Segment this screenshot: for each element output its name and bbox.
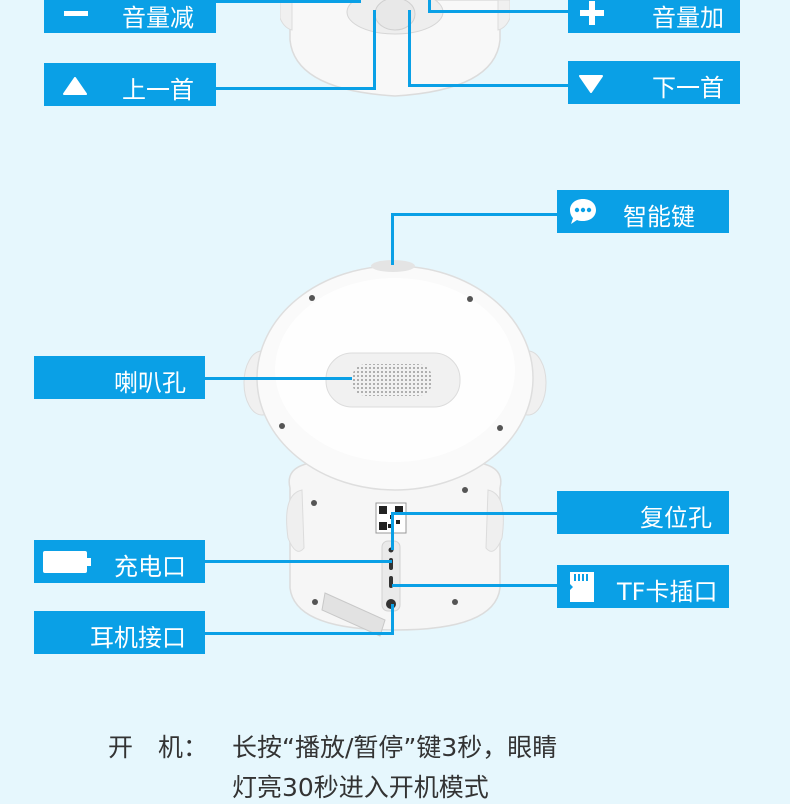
instruction-title: 开 机： bbox=[108, 733, 209, 762]
label-earphone-port: 耳机接口 bbox=[34, 611, 205, 654]
connector-tf bbox=[392, 584, 559, 587]
label-next-track: 下一首 bbox=[568, 61, 740, 104]
label-volume-down: 音量减 bbox=[44, 0, 216, 33]
connector-reset-vert bbox=[391, 512, 394, 550]
label-volume-down-text: 音量减 bbox=[122, 4, 194, 32]
connector-smart-key bbox=[391, 213, 559, 216]
label-next-track-text: 下一首 bbox=[652, 74, 724, 102]
connector-prev-track bbox=[215, 87, 375, 90]
label-prev-track: 上一首 bbox=[44, 63, 216, 106]
instruction-line-1: 长按“播放/暂停”键3秒，眼睛 bbox=[232, 733, 558, 762]
label-tf-slot: TF卡插口 bbox=[557, 565, 729, 608]
connector-volume-up-vert bbox=[428, 0, 431, 13]
label-tf-slot-text: TF卡插口 bbox=[617, 578, 718, 606]
connector-volume-down bbox=[215, 0, 360, 3]
connector-charge bbox=[204, 560, 392, 563]
robot-back-view-image bbox=[243, 260, 547, 637]
label-prev-track-text: 上一首 bbox=[122, 76, 194, 104]
chat-bubble-icon bbox=[567, 196, 599, 228]
instruction-line-2: 灯亮30秒进入开机模式 bbox=[232, 773, 489, 802]
label-charge-port: 充电口 bbox=[34, 540, 205, 583]
label-smart-key: 智能键 bbox=[557, 190, 729, 233]
sd-card-icon bbox=[569, 571, 595, 603]
label-charge-port-text: 充电口 bbox=[114, 553, 186, 581]
connector-reset bbox=[393, 512, 559, 515]
connector-next-track bbox=[409, 84, 570, 87]
connector-smart-key-vert bbox=[391, 213, 394, 265]
label-smart-key-text: 智能键 bbox=[623, 203, 695, 231]
connector-earphone bbox=[205, 632, 393, 635]
label-speaker-hole-text: 喇叭孔 bbox=[114, 369, 186, 397]
label-volume-up: 音量加 bbox=[568, 0, 740, 33]
connector-prev-track-vert bbox=[373, 10, 376, 90]
connector-next-track-vert bbox=[408, 10, 411, 87]
triangle-up-icon bbox=[62, 76, 88, 96]
plus-icon bbox=[578, 0, 606, 26]
triangle-down-icon bbox=[578, 74, 604, 94]
minus-icon bbox=[62, 8, 90, 18]
label-earphone-port-text: 耳机接口 bbox=[90, 624, 186, 652]
label-speaker-hole: 喇叭孔 bbox=[34, 356, 205, 399]
label-volume-up-text: 音量加 bbox=[652, 4, 724, 32]
connector-earphone-vert bbox=[391, 604, 394, 635]
connector-volume-up bbox=[430, 10, 570, 13]
label-reset-hole-text: 复位孔 bbox=[640, 504, 712, 532]
label-reset-hole: 复位孔 bbox=[557, 491, 729, 534]
connector-speaker bbox=[204, 377, 352, 380]
connector-volume-down-vert bbox=[358, 0, 361, 3]
battery-icon bbox=[42, 550, 92, 574]
